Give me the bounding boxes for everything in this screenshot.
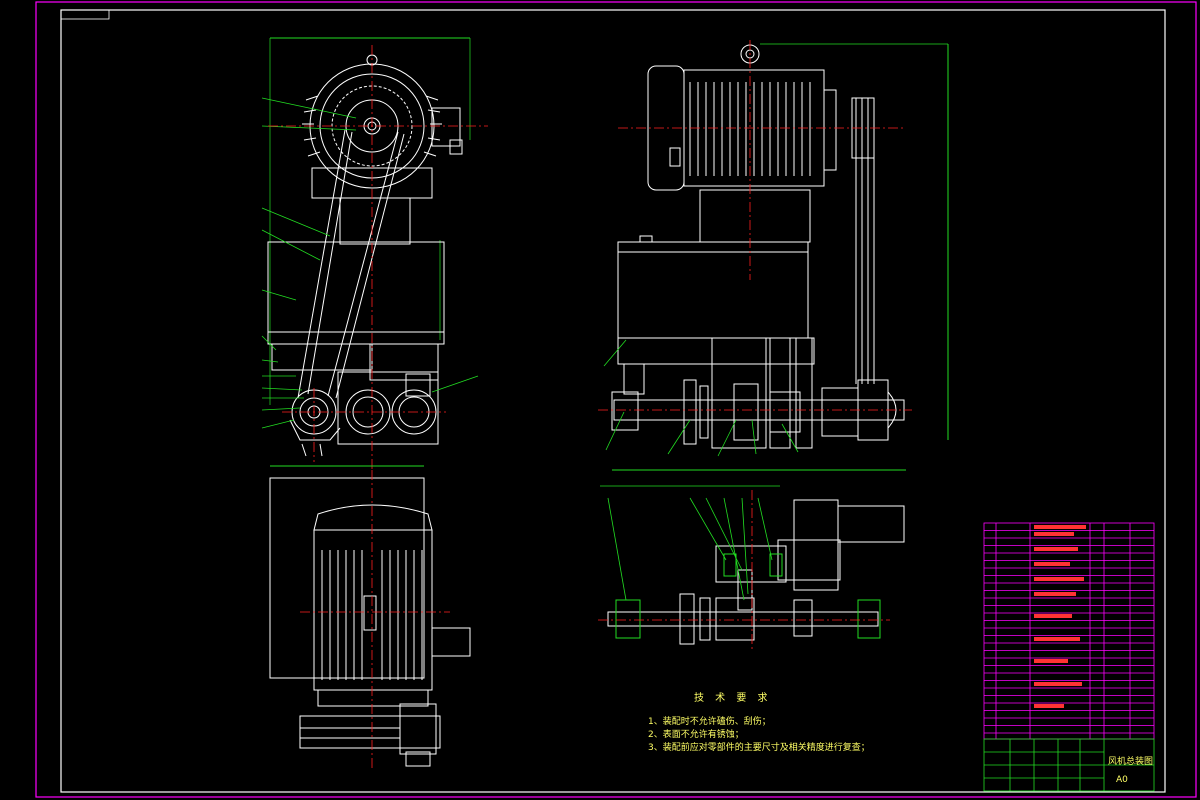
- drawing-name: 风机总装图: [1108, 757, 1154, 767]
- front-view-leaders: [261, 97, 479, 429]
- corner-tag: [60, 9, 110, 20]
- technical-requirements-title: 技 术 要 求: [694, 693, 772, 704]
- front-view-centerlines: [268, 45, 488, 470]
- section-view: [600, 485, 905, 645]
- outer-border: [35, 1, 1197, 798]
- section-view-centerlines: [598, 490, 890, 650]
- requirement-1: 1、装配时不允许磕伤、刮伤；: [648, 717, 771, 727]
- side-view-centerlines: [598, 40, 912, 411]
- parts-list-marks: [1034, 525, 1086, 708]
- sheet-size: A0: [1116, 775, 1128, 785]
- title-block: [983, 738, 1155, 792]
- section-view-leaders: [607, 497, 773, 601]
- side-view: [611, 43, 949, 471]
- top-view: [269, 465, 471, 767]
- inner-border: [60, 9, 1166, 793]
- top-view-centerlines: [300, 470, 450, 770]
- front-view: [267, 37, 471, 457]
- requirement-3: 3、装配前应对零部件的主要尺寸及相关精度进行复查；: [648, 743, 870, 753]
- requirement-2: 2、表面不允许有锈蚀；: [648, 730, 744, 740]
- parts-list: [983, 522, 1155, 740]
- side-view-leaders: [603, 339, 799, 457]
